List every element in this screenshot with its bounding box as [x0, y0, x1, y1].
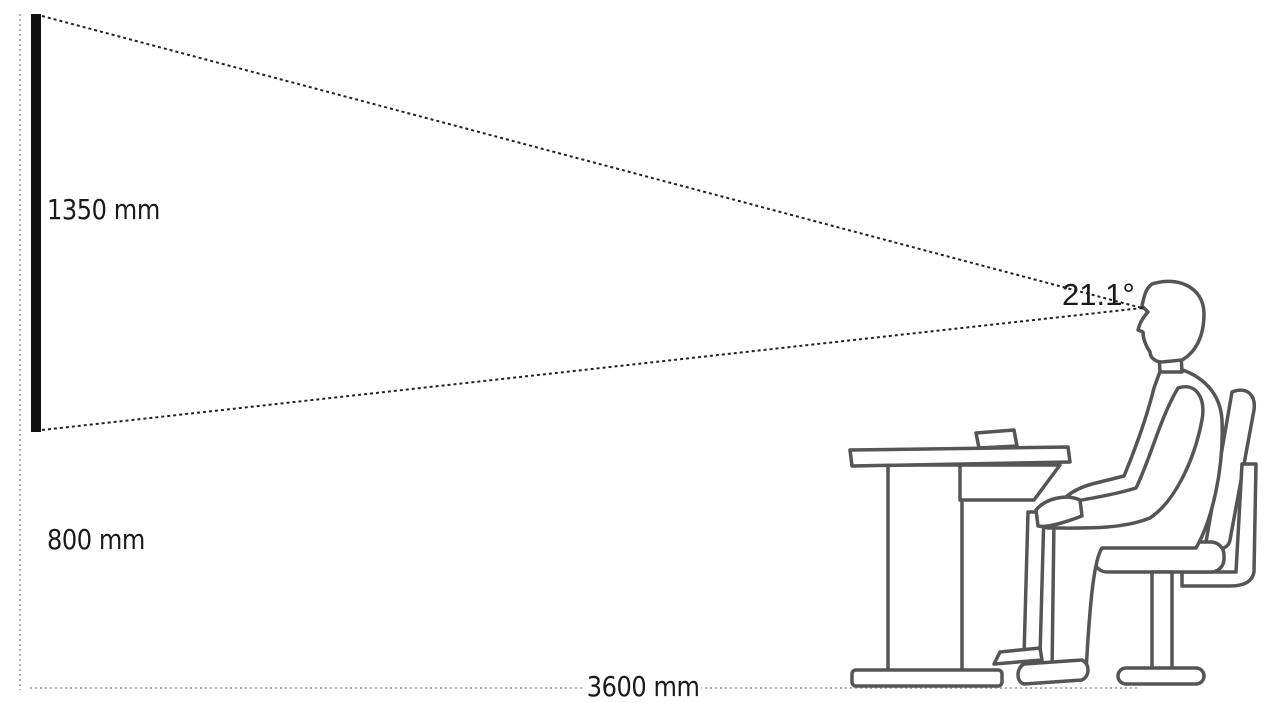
desk-icon [848, 445, 1072, 688]
sight-line-bottom [41, 307, 1143, 431]
sight-line-top [41, 15, 1143, 309]
laptop-icon [974, 428, 1019, 450]
viewing-angle-label: 21.1° [1062, 277, 1135, 312]
seated-person-icon [992, 279, 1224, 686]
eye-point [1140, 306, 1144, 310]
screen-height-label: 1350 mm [47, 193, 160, 226]
viewing-distance-label: 3600 mm [585, 670, 702, 703]
mount-height-label: 800 mm [47, 523, 145, 556]
display-screen [31, 14, 41, 432]
